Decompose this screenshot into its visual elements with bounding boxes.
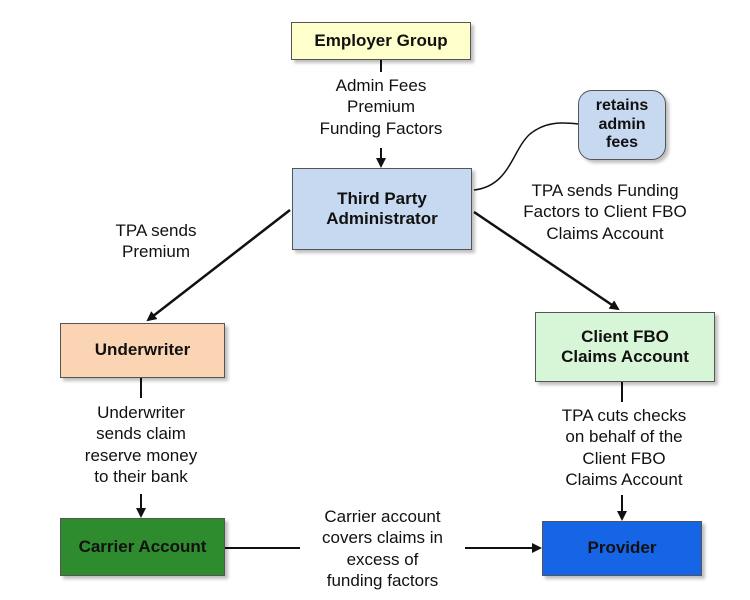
label-employer-to-tpa: Admin Fees Premium Funding Factors bbox=[319, 76, 443, 138]
node-carrier-account: Carrier Account bbox=[60, 518, 225, 576]
callout-curve bbox=[473, 122, 579, 191]
node-underwriter-label: Underwriter bbox=[94, 340, 191, 360]
node-retains-label: retains admin fees bbox=[595, 97, 649, 152]
node-employer-group: Employer Group bbox=[291, 22, 471, 60]
node-tpa-label: Third Party Administrator bbox=[326, 188, 438, 228]
label-client-to-provider: TPA cuts checks on behalf of the Client … bbox=[561, 406, 687, 489]
label-tpa-to-client: TPA sends Funding Factors to Client FBO … bbox=[523, 181, 687, 243]
arrow-tpa-to-underwriter bbox=[146, 209, 291, 322]
node-carrier-label: Carrier Account bbox=[78, 536, 207, 556]
node-underwriter: Underwriter bbox=[60, 323, 225, 378]
label-underwriter-to-carrier: Underwriter sends claim reserve money to… bbox=[84, 403, 198, 486]
node-provider-label: Provider bbox=[587, 538, 657, 558]
node-client-fbo-claims-account: Client FBO Claims Account bbox=[535, 312, 715, 382]
node-employer-group-label: Employer Group bbox=[314, 30, 448, 50]
node-client-fbo-label: Client FBO Claims Account bbox=[561, 326, 689, 366]
node-retains-admin-fees: retains admin fees bbox=[578, 90, 666, 160]
node-provider: Provider bbox=[542, 521, 702, 576]
arrow-tpa-to-client bbox=[473, 210, 620, 311]
node-third-party-administrator: Third Party Administrator bbox=[292, 168, 472, 250]
label-tpa-to-underwriter: TPA sends Premium bbox=[115, 221, 197, 262]
label-carrier-to-provider: Carrier account covers claims in excess … bbox=[322, 507, 443, 590]
